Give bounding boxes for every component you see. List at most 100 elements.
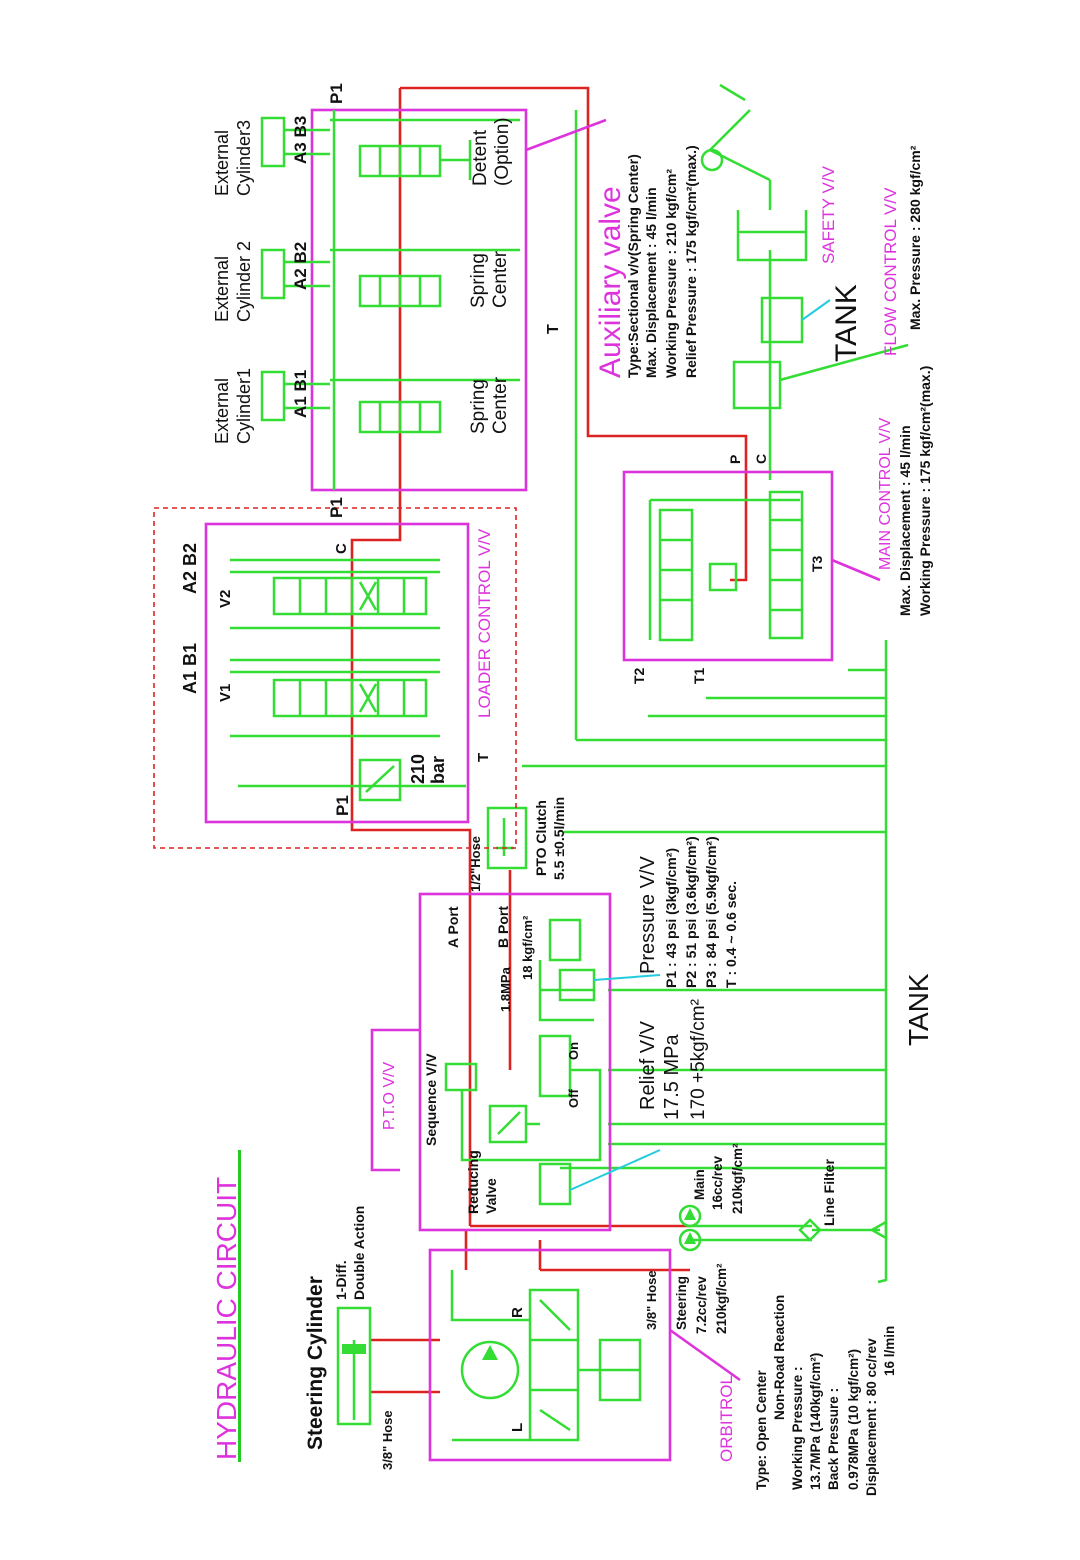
loader-v1-label: V1 [217, 684, 234, 702]
aux-internals [330, 110, 520, 490]
main-control-t3-label: T3 [809, 555, 825, 572]
orbitrol-left-label: L [509, 1423, 526, 1432]
steering-cylinder-symbol [336, 1306, 372, 1426]
safety-callout [801, 299, 831, 321]
orbitrol-flow: 16 l/min [882, 1326, 897, 1376]
title-underline [238, 1150, 241, 1462]
main-control-label: MAIN CONTROL V/V [877, 417, 894, 570]
external-cylinders [260, 116, 330, 422]
loader-a2b2-label: A2 B2 [180, 543, 200, 594]
orbitrol-spec-1: Non-Road Reaction [772, 1295, 787, 1420]
loader-control-box [204, 522, 470, 824]
aux-cyl1-line-1: External [212, 378, 232, 444]
orbitrol-spec-4: Back Pressure : [826, 1388, 841, 1490]
orbitrol-right-label: R [509, 1307, 526, 1318]
main-control-box [622, 470, 834, 662]
orbitrol-spec-5: 0.978MPa (10 kgf/cm²) [846, 1349, 861, 1490]
loader-label: LOADER CONTROL V/V [475, 528, 494, 718]
aux-cyl2-line-1: External [212, 256, 232, 322]
flow-control-spec: Max. Pressure : 280 kgf/cm² [907, 145, 923, 330]
main-control-p-label: P [727, 455, 743, 464]
orbitrol-hose-label: 3/8" Hose [644, 1270, 659, 1330]
aux-spec-1: Max. Displacement : 45 l/min [643, 187, 659, 378]
relief-line-1: 17.5 MPa [661, 1034, 683, 1120]
pto-a-port-label: A Port [445, 906, 461, 948]
aux-p1-top: P1 [327, 83, 346, 104]
aux-detent-line-2: (Option) [492, 117, 513, 186]
loader-relief-unit: bar [428, 756, 448, 784]
loader-highlight-frame [153, 507, 517, 849]
loader-a1b1-label: A1 B1 [180, 643, 200, 694]
upper-tank-group [700, 83, 808, 410]
pto-reducing-label-2: Valve [483, 1178, 499, 1214]
steering-cylinder-title: Steering Cylinder [304, 1276, 327, 1450]
pto-clutch-label: PTO Clutch [533, 800, 549, 876]
aux-spec-2: Working Pressure : 210 kgf/cm² [663, 169, 679, 378]
steering-cylinder-desc2: Double Action [351, 1206, 367, 1300]
aux-a3b3-label: A3 B3 [291, 116, 310, 164]
pressure-callout [593, 974, 661, 981]
pto-valve-box [418, 892, 612, 1232]
aux-spring2-line-2: Center [490, 250, 511, 308]
aux-detent-line-1: Detent [470, 129, 491, 186]
pressure-line-3: T : 0.4 ~ 0.6 sec. [723, 881, 739, 988]
pto-clutch-symbol [486, 806, 528, 870]
relief-title: Relief V/V [637, 1020, 659, 1110]
orbitrol-spec-6: Displacement : 80 cc/rev [864, 1338, 879, 1496]
relief-line-2: 170 +5kgf/cm² [688, 999, 709, 1120]
steering-pump-line-2: 210kgf/cm² [714, 1263, 729, 1334]
aux-title: Auxiliary valve [594, 186, 627, 378]
main-control-spec-0: Max. Displacement : 45 l/min [897, 425, 913, 616]
aux-spring1-line-1: Spring [468, 379, 489, 434]
aux-a2b2-label: A2 B2 [291, 242, 310, 290]
pump-symbols [678, 1204, 888, 1252]
aux-t-label: T [545, 324, 562, 334]
pto-on-label: On [566, 1042, 581, 1060]
loader-t-label: T [475, 753, 492, 762]
aux-a1b1-label: A1 B1 [291, 370, 310, 418]
aux-cyl3-line-1: External [212, 130, 232, 196]
loader-v2-label: V2 [217, 590, 234, 608]
steering-pump-line-1: 7.2cc/rev [694, 1276, 709, 1334]
pressure-title: Pressure V/V [637, 856, 659, 974]
aux-cyl1-line-2: Cylinder1 [234, 368, 254, 444]
pressure-line-1: P2 : 51 psi (3.6kgf/cm²) [683, 836, 699, 988]
pto-internals [444, 918, 602, 1206]
pto-reducing-label-1: Reducing [465, 1150, 481, 1214]
flow-control-label: FLOW CONTROL V/V [881, 187, 900, 356]
main-pump-line-2: 210kgf/cm² [730, 1143, 745, 1214]
orbitrol-valve-symbol [450, 1270, 642, 1442]
pto-off-label: Off [566, 1089, 581, 1108]
loader-c-label: C [333, 543, 350, 554]
main-control-t2-label: T2 [631, 667, 647, 684]
orbitrol-spec-2: Working Pressure : [790, 1366, 805, 1490]
main-control-spec-1: Working Pressure : 175 kgf/cm²(max.) [917, 366, 933, 616]
orbitrol-box [428, 1248, 672, 1462]
main-tank-label: TANK [903, 973, 934, 1046]
safety-label: SAFETY V/V [819, 165, 838, 264]
pto-set-kgf: 18 kgf/cm² [520, 915, 535, 980]
orbitrol-label: ORBITROL [717, 1375, 736, 1462]
pto-label: P.T.O V/V [381, 1061, 398, 1130]
main-control-internals [648, 490, 804, 642]
main-pump-line-0: Main [692, 1169, 707, 1200]
loader-relief-value: 210 [408, 754, 428, 784]
steering-pump-line-0: Steering [674, 1276, 689, 1330]
pto-hose-label: 1/2"Hose [468, 836, 483, 892]
aux-spec-0: Type:Sectional v/v(Spring Center) [625, 154, 641, 378]
pto-b-port-label: B Port [495, 906, 511, 948]
loader-internals [230, 558, 466, 802]
main-pump-line-1: 16cc/rev [710, 1155, 725, 1210]
relief-callout [569, 1149, 661, 1191]
pressure-line-2: P3 : 84 psi (5.9kgf/cm²) [703, 836, 719, 988]
loader-p1-label: P1 [333, 795, 352, 816]
aux-spring2-line-1: Spring [468, 253, 489, 308]
pto-set-mpa: 1.8MPa [498, 966, 513, 1012]
aux-cyl3-line-2: Cylinder3 [234, 120, 254, 196]
steering-hose-label: 3/8" Hose [380, 1410, 395, 1470]
main-control-c-label: C [753, 454, 769, 464]
orbitrol-spec-3: 13.7MPa (140kgf/cm²) [808, 1353, 823, 1490]
upper-tank-label: TANK [830, 284, 863, 362]
line-filter-label: Line Filter [821, 1159, 837, 1226]
